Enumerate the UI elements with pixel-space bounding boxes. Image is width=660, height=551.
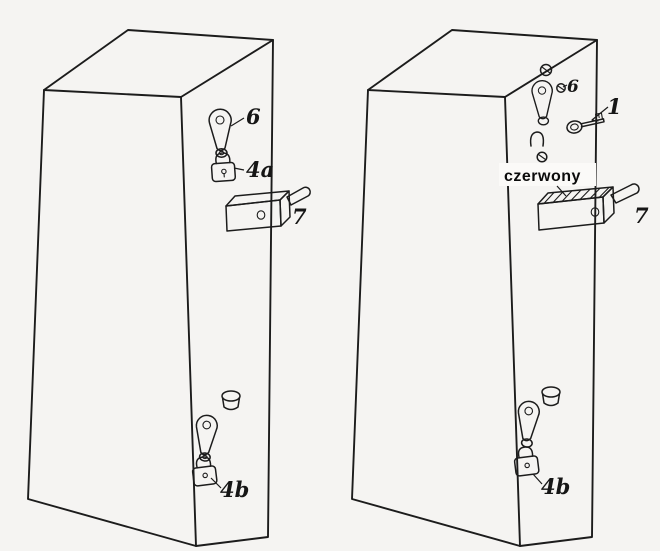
- left-knob-top: [221, 390, 241, 402]
- right-hasp-eye: [537, 116, 550, 126]
- left-hasp-eye: [215, 148, 228, 158]
- left-top-padlock-label: 4a: [246, 157, 274, 182]
- left-knob-sides: [221, 396, 241, 411]
- color-note-backdrop: [499, 163, 596, 186]
- right-lower-screw-head: [536, 151, 548, 163]
- left-cabinet-front-face: [195, 39, 274, 547]
- key-bow-outer: [566, 120, 583, 134]
- left-top-padlock-shackle: [215, 152, 231, 165]
- right-knob-top: [541, 386, 561, 398]
- right-screw-leader: [562, 84, 568, 88]
- left-hasp-plate-outline: [208, 108, 232, 152]
- right-latch-block: [537, 183, 640, 231]
- right-knob-sides: [541, 392, 561, 407]
- right-bottom-padlock-shackle: [517, 446, 534, 459]
- left-knob: [221, 390, 241, 411]
- left-hasp-leader: [230, 117, 245, 127]
- right-staple-ring: [529, 131, 545, 147]
- left-latch-side: [279, 190, 291, 227]
- right-top-screw-slot: [541, 66, 551, 74]
- right-side-screw-slot: [557, 85, 565, 91]
- right-bottom-padlock-leader: [532, 473, 543, 485]
- left-bottom-padlock-body: [191, 465, 218, 487]
- right-bottom-hasp-hole: [524, 406, 534, 416]
- left-cabinet-left-face: [27, 89, 197, 547]
- right-bottom-padlock-keyhole: [524, 462, 530, 469]
- right-key-label: 1: [607, 94, 622, 119]
- right-cabinet-front-face: [519, 39, 598, 547]
- right-latch-hole: [590, 207, 600, 217]
- right-bottom-padlock-body: [513, 455, 540, 477]
- right-top-screw: [539, 63, 553, 77]
- left-bottom-padlock: [191, 456, 218, 487]
- color-note-label: czerwony: [504, 168, 581, 185]
- left-hasp-plate: [208, 108, 232, 158]
- left-hasp-plate-hole: [215, 115, 225, 125]
- left-top-padlock: [210, 152, 237, 183]
- right-bottom-padlock: [513, 446, 540, 477]
- right-latch-handle: [610, 183, 640, 204]
- left-top-padlock-leader: [233, 167, 245, 171]
- left-latch-label: 7: [292, 204, 307, 229]
- left-latch-block: [225, 186, 311, 232]
- left-bottom-hasp-hole: [202, 420, 212, 430]
- right-latch-label: 7: [634, 203, 649, 228]
- right-top-screw-head: [539, 63, 553, 77]
- right-bottom-padlock-label: 4b: [541, 474, 570, 499]
- right-screw-label: 6: [567, 77, 579, 97]
- color-note-leader: [556, 185, 567, 197]
- key-shaft: [580, 118, 605, 128]
- left-latch-handle: [286, 186, 311, 206]
- right-lower-screw-slot: [537, 153, 547, 161]
- left-bottom-hasp-outline: [195, 414, 218, 456]
- left-cabinet: 6 4a 7 4b: [27, 29, 311, 547]
- right-lower-screw: [536, 151, 548, 163]
- left-bottom-hasp-eye: [198, 452, 211, 462]
- right-latch-side: [602, 186, 615, 224]
- left-bottom-padlock-leader: [210, 477, 222, 489]
- right-side-screw: [556, 83, 566, 93]
- left-top-padlock-body: [210, 161, 237, 183]
- left-bottom-padlock-shackle: [195, 456, 212, 469]
- left-bottom-padlock-label: 4b: [220, 477, 249, 502]
- red-marking-hatching: [543, 186, 610, 204]
- key-bow-inner: [570, 123, 579, 131]
- right-key-arrowhead: [591, 115, 599, 122]
- right-side-screw-head: [556, 83, 566, 93]
- right-knob: [541, 386, 561, 407]
- right-hasp-plate: [531, 80, 553, 126]
- left-latch-hole: [256, 210, 266, 220]
- left-hasp-label: 6: [246, 104, 261, 129]
- right-cabinet-left-face: [351, 89, 521, 547]
- right-hasp-plate-hole: [537, 86, 547, 95]
- right-hasp-plate-outline: [531, 80, 553, 120]
- right-cabinet: 6 1 czerwony 7: [351, 29, 649, 547]
- left-bottom-padlock-keyhole: [202, 472, 208, 479]
- right-bottom-hasp-outline: [517, 400, 540, 442]
